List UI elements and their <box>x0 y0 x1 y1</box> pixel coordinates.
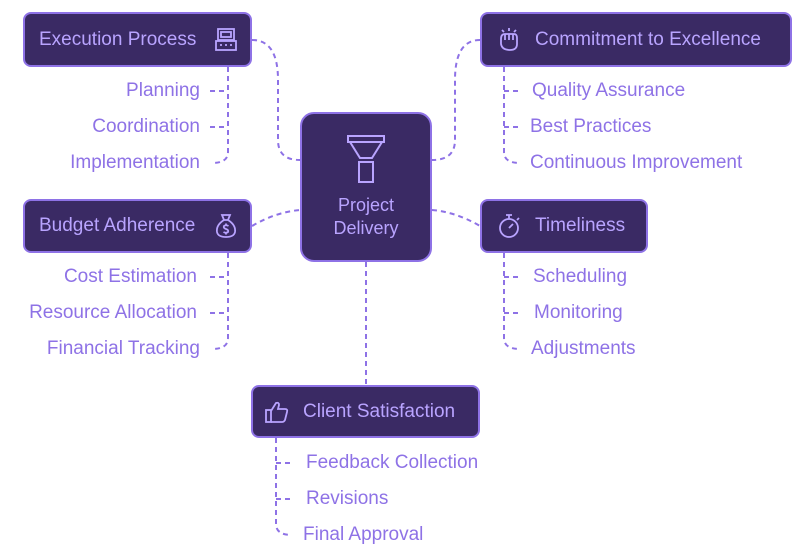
list-item: Scheduling <box>533 266 628 287</box>
thumbs-up-icon <box>265 401 289 423</box>
list-item: Final Approval <box>303 524 424 545</box>
branch-budget-adherence: Budget Adherence <box>23 199 252 253</box>
list-item: Implementation <box>70 152 200 173</box>
branch-label: Timeliness <box>535 215 626 236</box>
center-node-project-delivery: Project Delivery <box>300 112 432 262</box>
list-item: Best Practices <box>530 116 652 137</box>
list-item: Adjustments <box>531 338 636 359</box>
list-item: Planning <box>126 80 200 101</box>
stopwatch-icon <box>499 214 520 238</box>
list-item: Continuous Improvement <box>530 152 743 173</box>
center-title: Project Delivery <box>302 194 430 240</box>
branch-client-satisfaction: Client Satisfaction <box>251 385 480 438</box>
branch-label: Client Satisfaction <box>303 400 456 422</box>
center-title-line2: Delivery <box>333 218 399 238</box>
branch-label: Execution Process <box>39 28 197 50</box>
list-item: Resource Allocation <box>29 302 197 323</box>
list-item: Quality Assurance <box>532 80 686 101</box>
center-title-line1: Project <box>337 195 395 215</box>
fist-icon <box>500 27 518 51</box>
branch-commitment-to-excellence: Commitment to Excellence <box>480 12 792 67</box>
list-item: Feedback Collection <box>306 452 479 473</box>
cash-register-icon <box>215 27 237 51</box>
branch-label: Commitment to Excellence <box>535 28 761 50</box>
branch-label: Budget Adherence <box>39 215 196 236</box>
funnel-icon <box>347 135 385 183</box>
list-item: Cost Estimation <box>63 266 197 287</box>
list-item: Financial Tracking <box>46 338 200 359</box>
money-bag-icon <box>215 214 237 238</box>
list-item: Coordination <box>92 116 200 137</box>
list-item: Revisions <box>306 488 389 509</box>
branch-execution-process: Execution Process <box>23 12 252 67</box>
list-item: Monitoring <box>534 302 623 323</box>
branch-timeliness: Timeliness <box>480 199 648 253</box>
